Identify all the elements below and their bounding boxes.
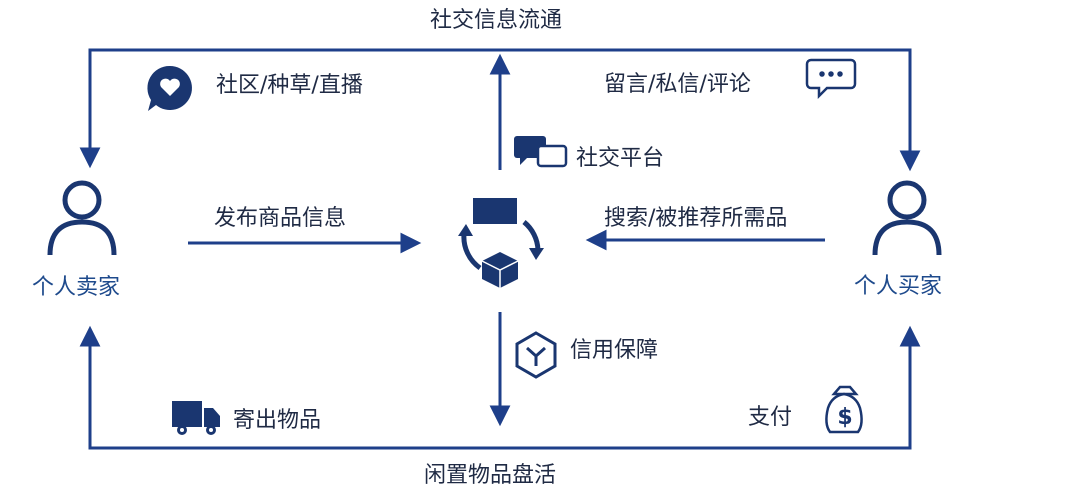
- community-label: 社区/种草/直播: [216, 73, 363, 98]
- pay-label: 支付: [748, 405, 793, 430]
- search-label: 搜索/被推荐所需品: [604, 206, 788, 231]
- heart-chat-icon: [147, 65, 192, 111]
- social-platform-label: 社交平台: [576, 146, 665, 171]
- messages-label: 留言/私信/评论: [604, 72, 751, 97]
- seller-label: 个人卖家: [32, 275, 121, 300]
- credit-label: 信用保障: [570, 338, 659, 363]
- user-icon: [47, 180, 117, 256]
- top-loop-line: [79, 48, 921, 172]
- cube-cycle-icon: [458, 198, 544, 288]
- top-title: 社交信息流通: [430, 8, 563, 33]
- money-bag-icon: $: [825, 385, 863, 434]
- comment-bubble-icon: [805, 58, 857, 100]
- shield-cube-icon: [515, 331, 557, 379]
- ship-label: 寄出物品: [233, 408, 322, 433]
- bottom-loop-line: [79, 325, 921, 450]
- svg-text:$: $: [837, 405, 852, 430]
- chat-bubbles-icon: [514, 136, 568, 168]
- publish-label: 发布商品信息: [214, 206, 347, 231]
- truck-icon: [172, 401, 220, 435]
- user-icon: [872, 180, 942, 256]
- buyer-label: 个人买家: [854, 274, 943, 299]
- bottom-title: 闲置物品盘活: [424, 463, 557, 488]
